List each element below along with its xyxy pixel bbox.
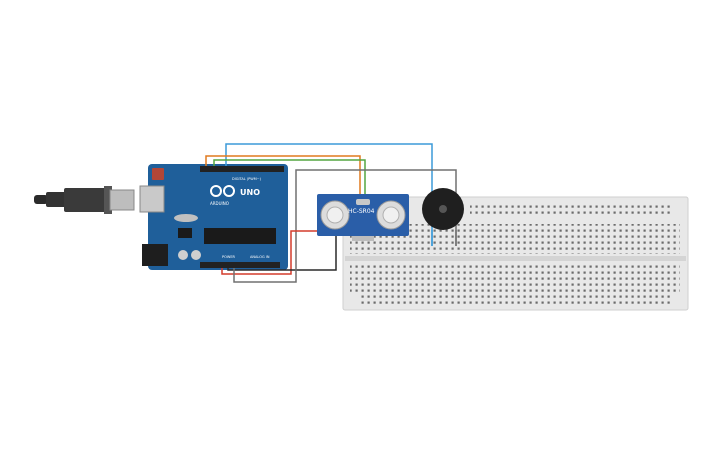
- sensor-pins[interactable]: [352, 236, 374, 241]
- icsp-header: [178, 228, 192, 238]
- sensor-model-label: HC-SR04: [348, 208, 375, 215]
- breadboard-terminal-bottom-holes[interactable]: [350, 262, 680, 292]
- arduino-logo-icon: [210, 185, 235, 197]
- arduino-brand-label: ARDUINO: [210, 201, 229, 206]
- power-jack: [142, 244, 168, 266]
- wire-orange[interactable]: [205, 155, 361, 205]
- crystal: [174, 214, 198, 222]
- reset-button[interactable]: [152, 168, 164, 180]
- wire-black[interactable]: [227, 236, 337, 271]
- breadboard-bottom-rail-holes[interactable]: [360, 294, 670, 306]
- arduino-digital-label: DIGITAL (PWM~): [232, 177, 262, 181]
- piezo-buzzer[interactable]: [422, 188, 464, 246]
- arduino-power-label: POWER: [222, 255, 236, 259]
- arduino-model-label: UNO: [240, 188, 260, 197]
- arduino-analog-label: ANALOG IN: [250, 255, 270, 259]
- capacitor-1: [178, 250, 188, 260]
- usb-port: [139, 185, 165, 213]
- wire-red[interactable]: [221, 230, 322, 275]
- power-analog-header[interactable]: [200, 262, 280, 268]
- microcontroller-chip: [204, 228, 276, 244]
- sensor-crystal: [356, 199, 370, 205]
- breadboard-center-channel: [345, 256, 686, 261]
- digital-header[interactable]: [200, 166, 284, 172]
- breadboard-top-rail-holes[interactable]: [470, 203, 670, 215]
- ultrasonic-sensor[interactable]: HC-SR04: [317, 194, 409, 241]
- wire-green[interactable]: [213, 159, 366, 205]
- buzzer-center-icon: [439, 205, 447, 213]
- capacitor-2: [191, 250, 201, 260]
- wire-gray-bottom[interactable]: [233, 268, 297, 283]
- usb-cable[interactable]: [34, 186, 135, 214]
- arduino-uno-board[interactable]: ARDUINO UNO DIGITAL (PWM~) POWER ANALOG …: [139, 164, 288, 270]
